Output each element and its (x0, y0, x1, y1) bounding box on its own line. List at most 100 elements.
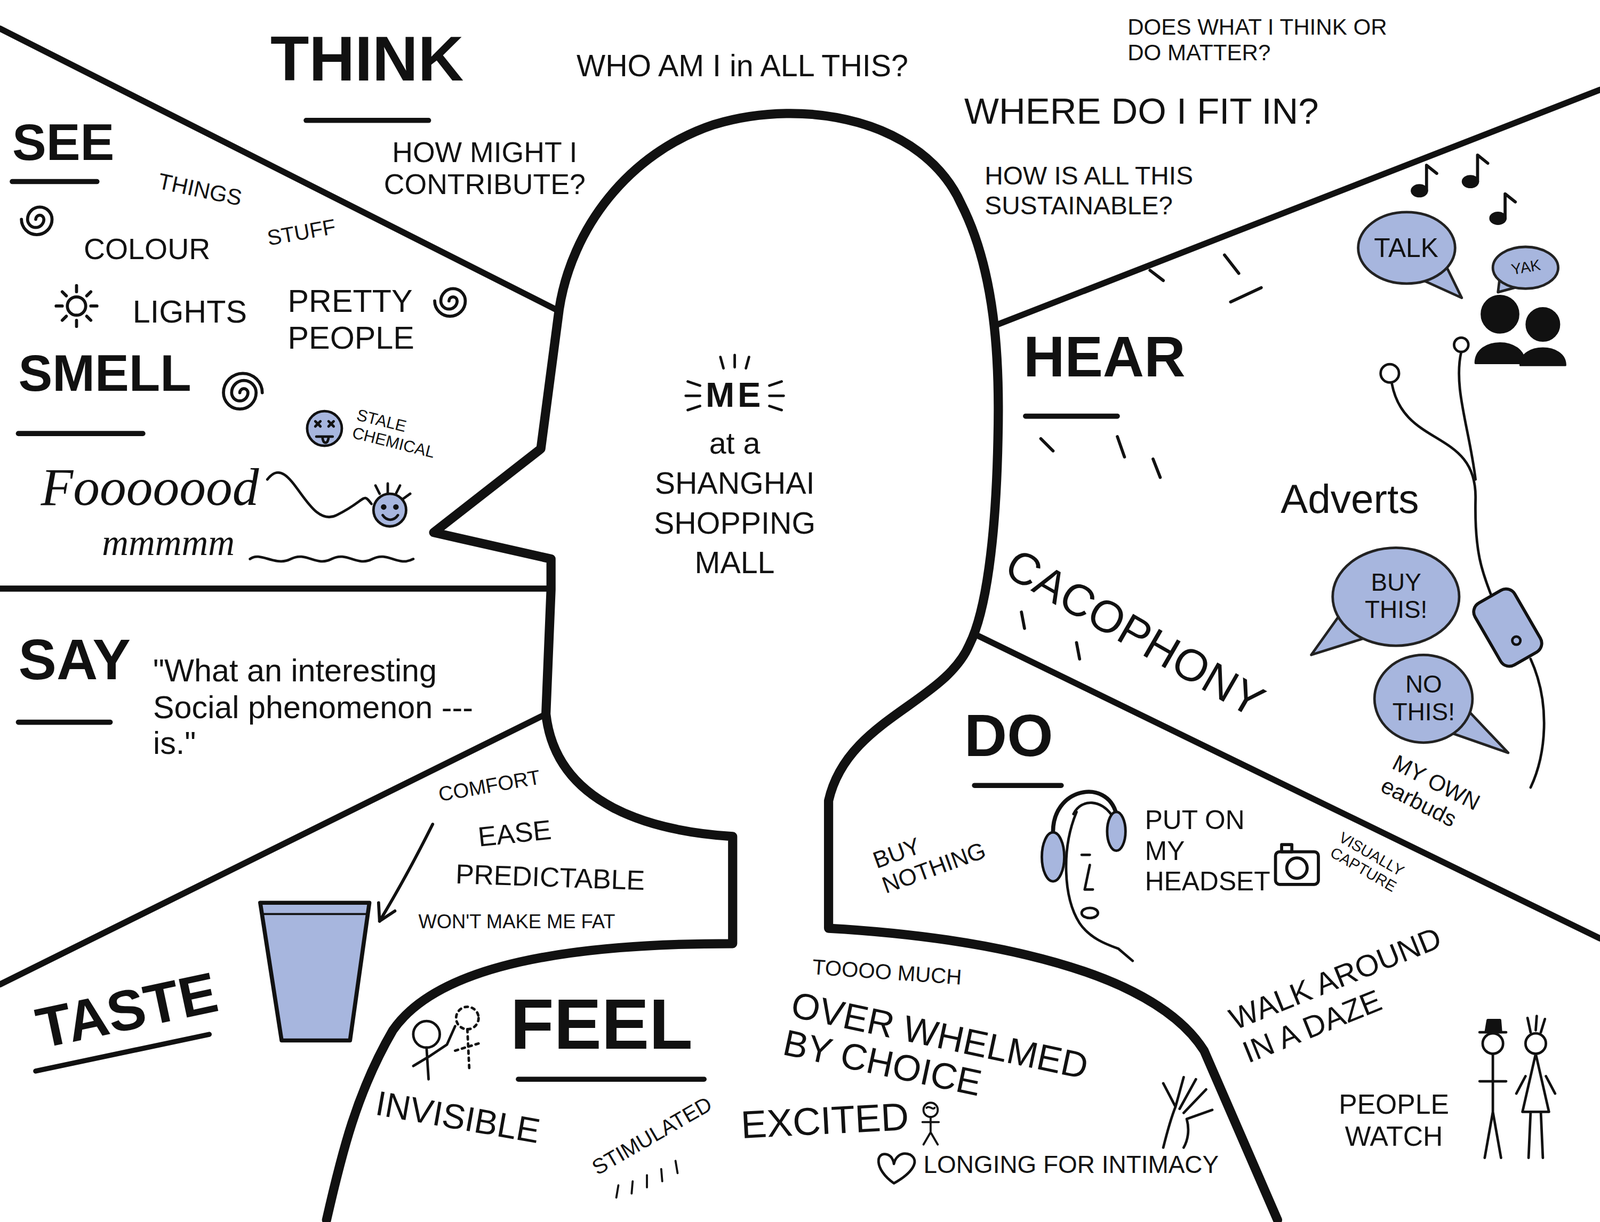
node-title: BUY THIS! (1364, 569, 1428, 625)
headset-person (1081, 854, 1093, 890)
smiley-face (394, 505, 398, 509)
stimulated-ticks (616, 1161, 678, 1198)
bubble-body (1357, 212, 1455, 284)
invisible-person (413, 1026, 455, 1080)
earbuds-wire (1453, 337, 1469, 352)
node-body: at a SHANGHAI SHOPPING MALL (632, 423, 837, 583)
sketch-note: PRETTY PEOPLE (288, 283, 442, 357)
sketch-note: INVISIBLE (372, 1083, 543, 1152)
sun-icon (67, 297, 86, 316)
music-notes (1505, 194, 1516, 219)
section-heading: THINK (270, 22, 464, 95)
music-notes (1426, 165, 1437, 191)
divider-line (0, 585, 551, 592)
question-note: HOW MIGHT I CONTRIBUTE? (357, 137, 613, 201)
node-text: TALK (1373, 233, 1439, 263)
sound-ticks (1149, 254, 1262, 302)
smiley-face (382, 505, 386, 509)
question-note: HOW IS ALL THIS SUSTAINABLE? (984, 161, 1240, 220)
stick-figures (1479, 1053, 1507, 1158)
node-text: BUY THIS! (1364, 569, 1428, 625)
sketch-note: STUFF (265, 214, 338, 251)
stick-figures (1525, 1033, 1546, 1054)
stick-figures (1527, 1016, 1546, 1034)
sketch-note: STIMULATED (587, 1092, 717, 1181)
earbuds-wire (1530, 659, 1544, 788)
section-heading: SMELL (18, 345, 191, 404)
section-heading: SAY (18, 627, 131, 694)
invisible-person (454, 1029, 482, 1071)
smiley-face (373, 493, 406, 527)
sun-icon (56, 285, 98, 327)
stick-figures (1516, 1053, 1556, 1158)
heading-underline (306, 117, 429, 124)
section-heading: SEE (12, 114, 115, 173)
camera-icon (1286, 858, 1308, 879)
section-heading: DO (964, 701, 1053, 771)
bubble-body (1332, 547, 1460, 646)
headset-person (1066, 812, 1133, 962)
question-note: WHO AM I in ALL THIS? (576, 49, 909, 85)
cup-drawing (378, 902, 396, 922)
sketch-note: WON'T MAKE ME FAT (418, 911, 615, 934)
question-note: WHERE DO I FIT IN? (964, 89, 1319, 132)
heart-icon (878, 1154, 915, 1184)
sketch-note: EASE (476, 814, 553, 854)
headset-person (1041, 832, 1064, 882)
stimulated-ticks (616, 1161, 678, 1198)
invisible-person (413, 1006, 482, 1080)
sketch-note: THINGS (155, 168, 245, 212)
stick-figures (1479, 1020, 1507, 1033)
stick-figures (1479, 1016, 1556, 1159)
spiral-doodle (21, 206, 52, 235)
smiley-face (373, 483, 411, 527)
smiley-face (382, 515, 398, 520)
stale-face (316, 436, 333, 443)
cup-drawing (262, 913, 368, 916)
bubble-body (1374, 654, 1473, 743)
stale-face (307, 411, 342, 446)
headset-person (1041, 792, 1133, 962)
section-heading: HEAR (1023, 328, 1186, 386)
invisible-person (456, 1006, 479, 1030)
node-title: NO THIS! (1392, 671, 1455, 727)
heading-underline (18, 430, 143, 437)
sketch-note: "What an interesting Social phenomenon -… (153, 652, 501, 763)
earbuds-wire (1512, 636, 1520, 645)
earbuds-wire (1459, 352, 1476, 480)
sketch-note: PUT ON MY HEADSET (1145, 805, 1271, 898)
question-note: DOES WHAT I THINK OR DO MATTER? (1127, 14, 1398, 67)
smell-trail (250, 556, 414, 562)
people-silhouettes (1526, 308, 1559, 341)
sketch-note: BUY NOTHING (869, 811, 990, 900)
sketch-note: TOOOO MUCH (811, 955, 963, 991)
camera-icon (1275, 852, 1319, 885)
people-silhouettes (1475, 296, 1566, 366)
stick-figures (1482, 1033, 1503, 1054)
music-notes (1412, 155, 1516, 224)
earbuds-wire (1469, 585, 1546, 671)
heading-underline (12, 179, 98, 185)
stale-face (307, 411, 342, 446)
speech-bubble: YAK (1492, 246, 1558, 288)
section-heading: TASTE (30, 960, 223, 1063)
overwhelmed-figure (923, 1102, 939, 1118)
sketch-note: PREDICTABLE (454, 859, 646, 898)
music-notes (1412, 185, 1427, 196)
spiral-doodle (223, 373, 263, 410)
overwhelmed-figure (922, 1107, 940, 1146)
heading-underline (518, 1076, 704, 1083)
music-notes (1490, 213, 1506, 224)
camera-icon (1281, 844, 1292, 852)
spiral-doodle (434, 288, 466, 317)
stale-face (315, 421, 334, 427)
heart-icon (878, 1154, 915, 1184)
speech-bubble: NO THIS! (1374, 654, 1473, 743)
heading-underline (18, 720, 110, 726)
sketch-note: Adverts (1280, 475, 1419, 523)
headset-person (1081, 908, 1099, 919)
sketch-note: MY OWN earbuds (1376, 749, 1488, 841)
camera-icon (1275, 844, 1319, 885)
